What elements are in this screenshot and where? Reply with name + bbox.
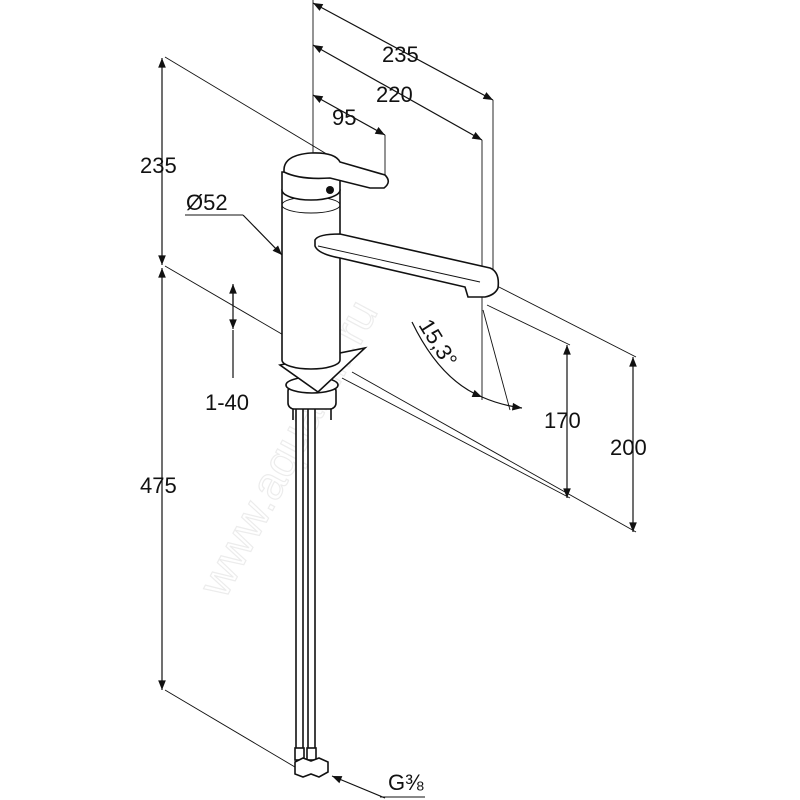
dimension-spout-height: 170 [544,345,581,498]
dim-angle: 15,3° [414,314,463,371]
dimension-diameter: Ø52 [185,190,283,256]
dim-diameter: Ø52 [186,190,228,215]
dim-connection: G⅜ [388,770,424,795]
mounting-base [278,346,368,420]
dimension-deck-thickness: 1-40 [205,284,249,415]
dimension-connection: G⅜ [331,770,425,799]
dim-95: 95 [332,105,356,130]
faucet-handle [283,152,390,189]
dimension-hose-length: 475 [140,265,301,771]
dimension-handle-reach: 95 [312,94,386,136]
dimension-swivel-angle: 15,3° [411,309,523,411]
dim-200: 200 [610,435,647,460]
dimension-body-height: 235 [140,56,346,265]
supply-hoses [294,404,329,778]
dim-220: 220 [376,82,413,107]
dimension-spout-reach: 220 [312,44,483,141]
dimension-outlet-height: 200 [610,357,647,532]
dim-475: 475 [140,473,177,498]
dim-235-height: 235 [140,153,177,178]
faucet-body [281,171,341,370]
dim-1-40: 1-40 [205,390,249,415]
faucet-spout [314,233,500,298]
dim-235-width: 235 [382,42,419,67]
dim-170: 170 [544,408,581,433]
